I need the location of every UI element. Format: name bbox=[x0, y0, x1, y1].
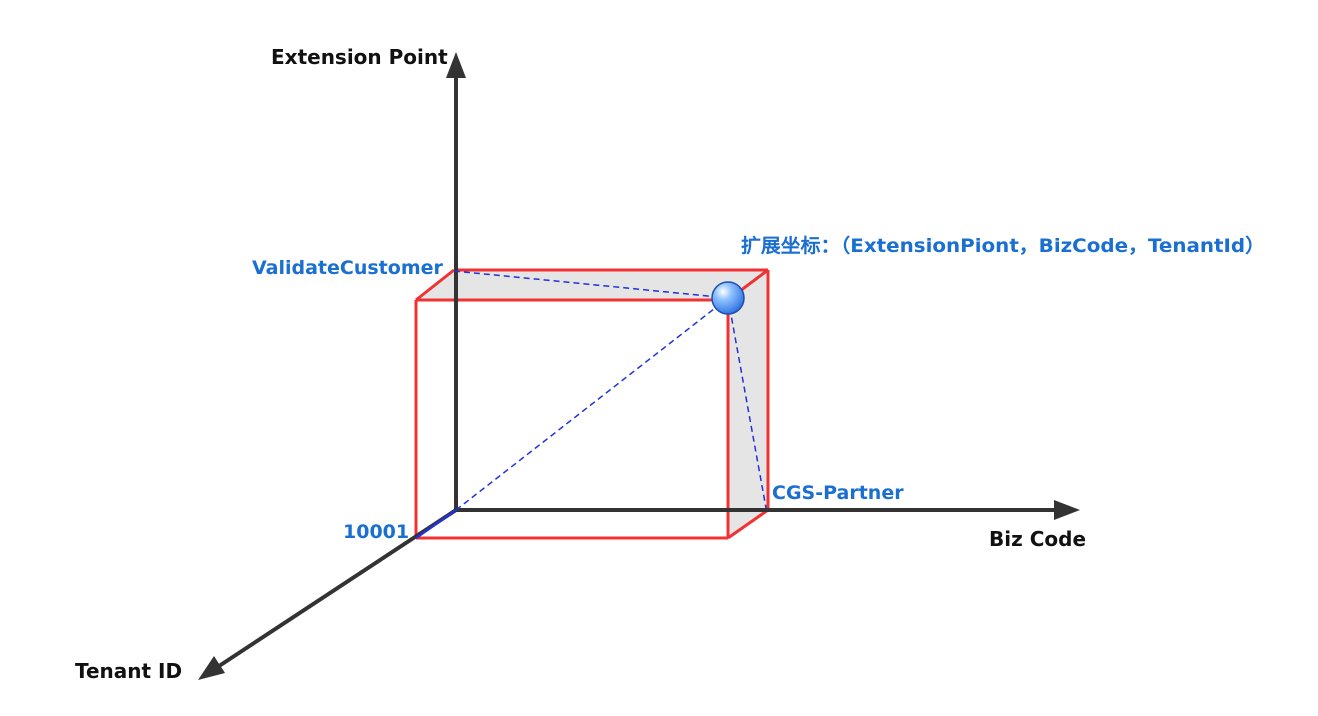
coordinate-point bbox=[711, 281, 745, 315]
bounding-box bbox=[414, 268, 770, 540]
horizontal-axis-arrowhead bbox=[1054, 500, 1080, 520]
axes bbox=[211, 72, 1060, 672]
projection-lines bbox=[453, 270, 767, 511]
box-right-face bbox=[728, 270, 768, 538]
depth-axis-arrowhead bbox=[198, 656, 225, 680]
tenant-id-value: 10001 bbox=[343, 521, 409, 543]
depth-axis-label: Tenant ID bbox=[75, 659, 182, 683]
vertical-axis-label: Extension Point bbox=[271, 45, 448, 69]
depth-axis-line bbox=[211, 508, 458, 672]
box-top-face bbox=[416, 270, 768, 300]
coordinate-label: 扩展坐标：（ExtensionPiont，BizCode，TenantId） bbox=[741, 234, 1265, 257]
vertical-axis-arrowhead bbox=[446, 52, 466, 78]
biz-code-value: CGS-Partner bbox=[772, 482, 904, 504]
tenant-marker-line bbox=[415, 508, 457, 540]
horizontal-axis-label: Biz Code bbox=[989, 527, 1086, 551]
extension-point-value: ValidateCustomer bbox=[252, 257, 444, 279]
